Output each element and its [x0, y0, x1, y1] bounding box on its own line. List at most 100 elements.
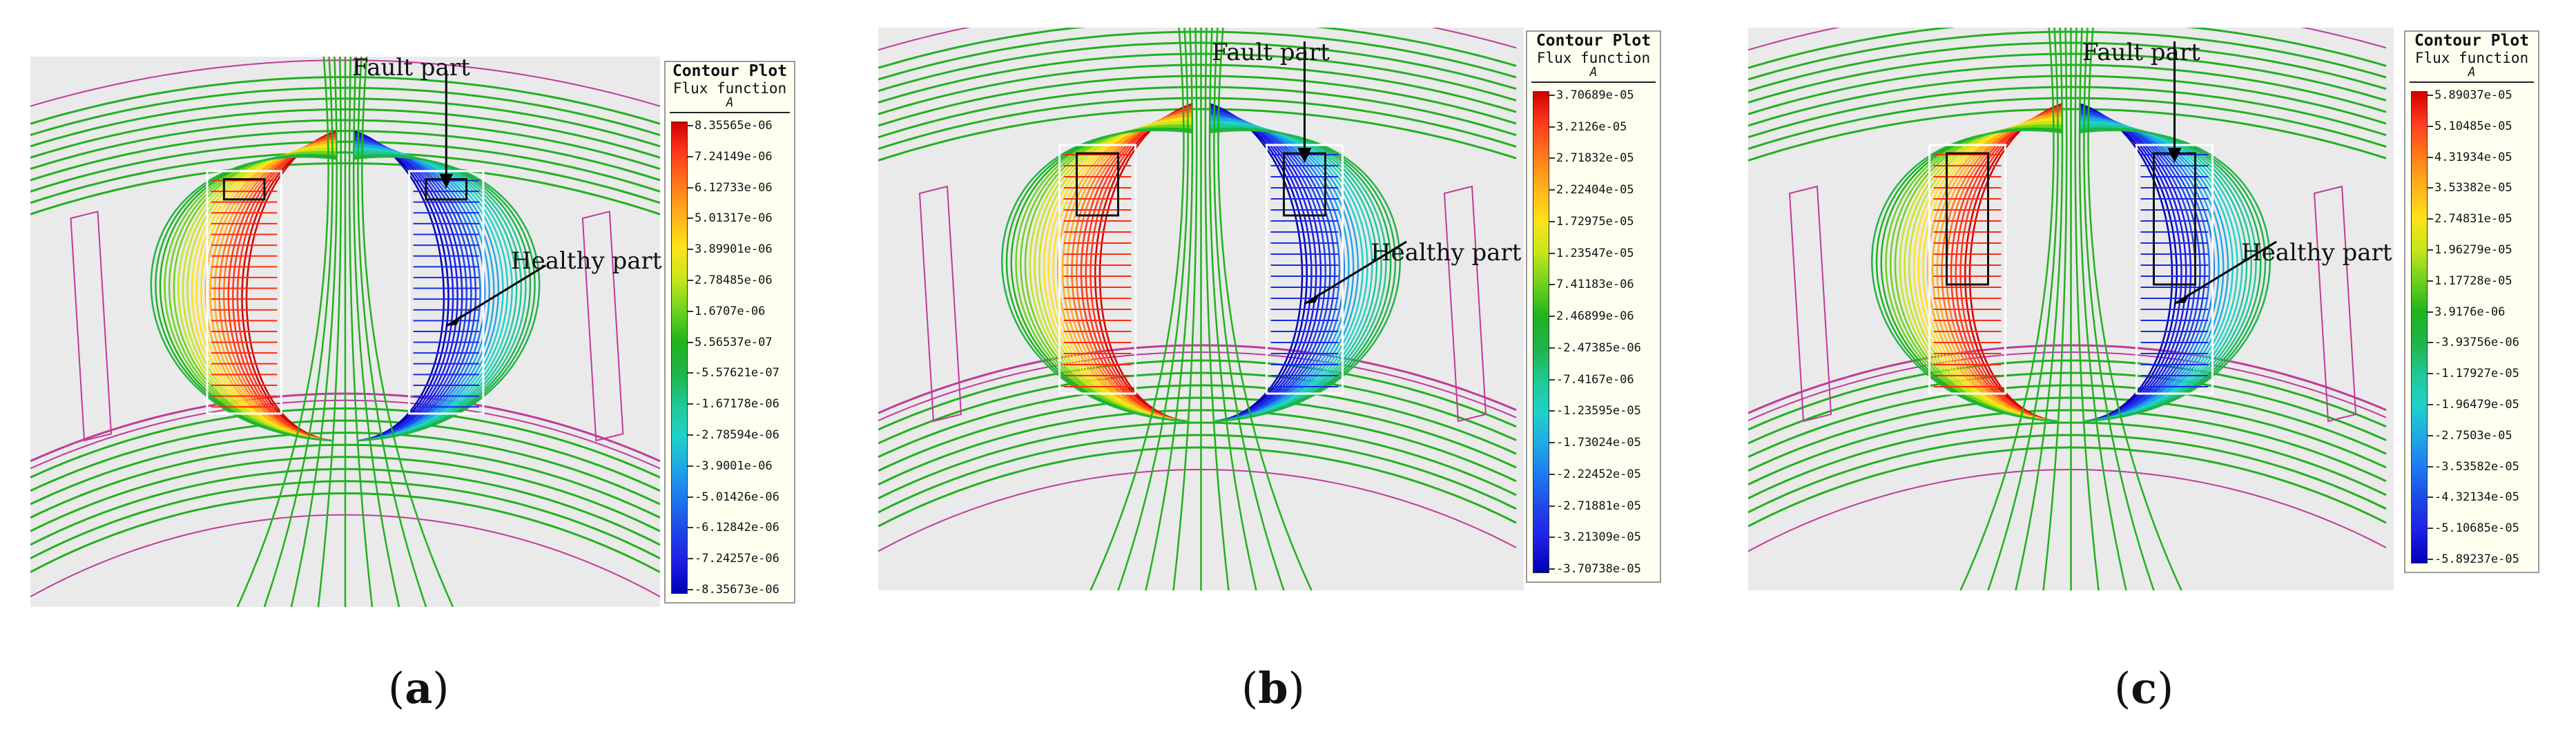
rotor-field-line	[1748, 409, 2387, 486]
rotor-field-line	[1748, 384, 2387, 459]
right-flux-contour	[2079, 102, 2173, 423]
legend-symbol-a: A	[726, 95, 734, 110]
right-flux-contour	[2079, 116, 2220, 423]
center-field-line	[236, 57, 329, 607]
center-field-line	[1987, 28, 2059, 590]
center-field-line	[2083, 28, 2155, 590]
rotor-field-line	[878, 396, 1517, 472]
legend-value: -5.89237e-05	[2434, 552, 2519, 566]
contour-plot-a	[30, 57, 660, 607]
fault-part-label-b: Fault part	[1212, 39, 1330, 66]
right-flux-contour	[1209, 102, 1304, 423]
legend-value: 3.53382e-05	[2434, 181, 2512, 195]
left-flux-contour	[1057, 115, 1193, 423]
legend-tick	[688, 155, 693, 157]
legend-a: Contour Plot Flux function A 8.35565e-06…	[664, 61, 795, 604]
right-flux-contour	[2079, 112, 2206, 423]
left-flux-contour	[1927, 115, 2063, 423]
legend-symbol-b: A	[1589, 65, 1598, 79]
legend-value: 1.96279e-05	[2434, 243, 2512, 257]
stator-field-line	[1748, 30, 2387, 81]
legend-tick	[688, 589, 693, 590]
stator-field-line	[878, 64, 1517, 115]
right-flux-contour	[1209, 106, 1317, 423]
legend-value: -2.7503e-05	[2434, 428, 2512, 443]
left-flux-contour	[1871, 129, 2063, 423]
stator-field-line	[878, 75, 1517, 127]
fault-region-outline	[1946, 152, 1989, 286]
legend-tick	[2428, 280, 2433, 282]
fault-region-outline	[1076, 152, 1119, 217]
center-field-line	[2015, 28, 2064, 590]
legend-value: -5.10685e-05	[2434, 521, 2519, 536]
left-flux-contour	[1001, 129, 1193, 423]
left-flux-contour	[200, 143, 338, 442]
left-flux-contour	[1964, 104, 2063, 423]
right-flux-contour	[2079, 110, 2201, 423]
left-flux-contour	[1968, 102, 2063, 423]
right-flux-contour	[1209, 116, 1350, 423]
contour-plot-c	[1748, 28, 2394, 590]
legend-separator-c	[2410, 81, 2534, 83]
healthy-arrow-head	[2174, 293, 2190, 304]
legend-separator-b	[1531, 81, 1656, 83]
legend-tick	[1549, 442, 1555, 444]
fault-arrow	[439, 70, 454, 189]
left-flux-contour	[195, 144, 338, 442]
fault-arrow-head	[1297, 148, 1312, 163]
right-flux-contour	[1209, 117, 1355, 423]
rotor-field-line	[878, 384, 1517, 459]
left-flux-contour	[241, 131, 338, 442]
right-flux-contour	[2079, 113, 2211, 423]
right-flux-contour	[353, 147, 504, 442]
left-flux-contour	[1061, 113, 1193, 423]
legend-value: -3.9001e-06	[695, 459, 773, 473]
healthy-arrow-head	[446, 315, 461, 327]
center-field-line	[2042, 28, 2068, 590]
legend-color-bar	[1533, 91, 1549, 573]
healthy-part-label-a: Healthy part	[511, 247, 662, 275]
caption-c: (c)	[2114, 663, 2174, 713]
left-flux-contour	[1052, 116, 1193, 423]
stator-field-line	[878, 41, 1517, 93]
fault-part-label-c: Fault part	[2082, 39, 2200, 66]
center-field-line	[1204, 28, 1230, 590]
left-flux-contour	[1912, 119, 2063, 423]
legend-title-b: Contour Plot	[1536, 32, 1652, 50]
rotor-field-line	[878, 372, 1517, 445]
left-flux-contour	[213, 139, 338, 442]
legend-tick	[2428, 342, 2433, 344]
rotor-field-line	[1748, 434, 2387, 514]
left-flux-contour	[1098, 102, 1193, 423]
right-flux-contour	[2079, 117, 2225, 423]
legend-value: -7.4167e-06	[1556, 372, 1634, 387]
center-field-line	[361, 57, 454, 607]
legend-value: -3.21309e-05	[1556, 530, 1641, 545]
legend-value: 1.23547e-05	[1556, 246, 1634, 260]
legend-value: -3.53582e-05	[2434, 459, 2519, 474]
stator-field-line	[1748, 52, 2387, 104]
center-field-line	[1959, 28, 2055, 590]
left-flux-contour	[1071, 110, 1193, 423]
legend-value: -1.23595e-05	[1556, 404, 1641, 418]
healthy-arrow-shaft	[445, 264, 546, 327]
right-flux-contour	[353, 140, 481, 442]
legend-tick	[2428, 95, 2433, 96]
legend-value: -5.01426e-06	[695, 490, 779, 504]
legend-value: 5.89037e-05	[2434, 88, 2512, 102]
left-flux-contour	[1959, 105, 2063, 423]
legend-value: 2.22404e-05	[1556, 183, 1634, 197]
legend-value: 1.17728e-05	[2434, 273, 2512, 288]
legend-value: -4.32134e-05	[2434, 490, 2519, 505]
side-slot-outline	[1443, 185, 1487, 423]
legend-tick	[688, 310, 693, 312]
legend-tick	[688, 186, 693, 189]
center-field-line	[317, 57, 342, 607]
right-flux-contour	[353, 130, 445, 442]
caption-b: (b)	[1241, 663, 1305, 713]
right-flux-contour	[1209, 120, 1364, 423]
right-flux-contour	[1209, 115, 1345, 423]
right-flux-contour	[2079, 108, 2192, 423]
legend-tick	[2428, 528, 2433, 530]
left-flux-contour	[1076, 109, 1193, 423]
